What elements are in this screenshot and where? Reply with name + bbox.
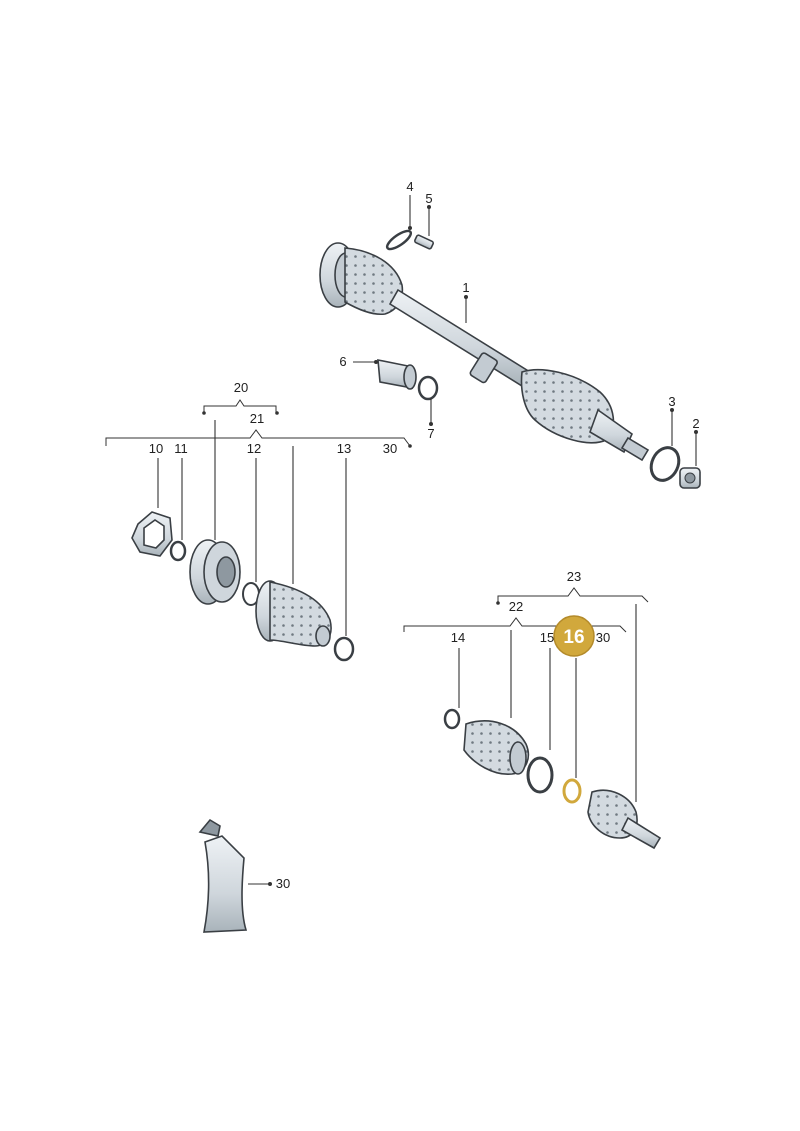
label-22: 22	[509, 599, 523, 614]
label-6: 6	[339, 354, 346, 369]
snap-ring-part	[169, 540, 187, 562]
label-7: 7	[427, 426, 434, 441]
label-4: 4	[406, 179, 413, 194]
large-clamp-part	[526, 756, 554, 794]
gasket-part	[131, 511, 173, 557]
bushing-part	[377, 359, 417, 390]
outer-boot-part	[463, 720, 530, 775]
circlip-part	[385, 229, 413, 251]
label-14: 14	[451, 630, 465, 645]
label-16: 16	[563, 627, 584, 648]
ring-part	[649, 446, 681, 482]
inner-boot-part	[255, 580, 332, 647]
label-1: 1	[462, 280, 469, 295]
label-10: 10	[149, 441, 163, 456]
small-clamp-part	[443, 708, 461, 730]
highlighted-circlip-part	[562, 778, 582, 804]
label-21: 21	[250, 411, 264, 426]
highlight-badge[interactable]	[553, 615, 595, 657]
label-30-left: 30	[383, 441, 397, 456]
label-20: 20	[234, 380, 248, 395]
label-2: 2	[692, 416, 699, 431]
group-brackets	[105, 399, 649, 633]
label-15: 15	[540, 630, 554, 645]
boot-clamp-part	[333, 636, 355, 662]
label-3: 3	[668, 394, 675, 409]
highlighted-callout[interactable]: 16	[553, 615, 595, 657]
label-30-tube: 30	[276, 876, 290, 891]
drive-shaft	[319, 242, 650, 462]
label-30-right: 30	[596, 630, 610, 645]
label-13: 13	[337, 441, 351, 456]
bolt-part	[414, 234, 434, 250]
leader-lines	[157, 195, 698, 886]
label-12: 12	[247, 441, 261, 456]
nut-part	[679, 467, 701, 489]
label-23: 23	[567, 569, 581, 584]
callout-labels: 4 5 1 6 7 3 2 20 21 10 11 12 13 30 23 22…	[149, 179, 700, 891]
grease-tube-part	[198, 818, 248, 933]
clamp-part	[417, 375, 439, 401]
cv-joint-part	[189, 539, 241, 605]
label-11: 11	[174, 441, 188, 456]
outer-cv-joint-part	[587, 789, 662, 850]
label-5: 5	[425, 191, 432, 206]
